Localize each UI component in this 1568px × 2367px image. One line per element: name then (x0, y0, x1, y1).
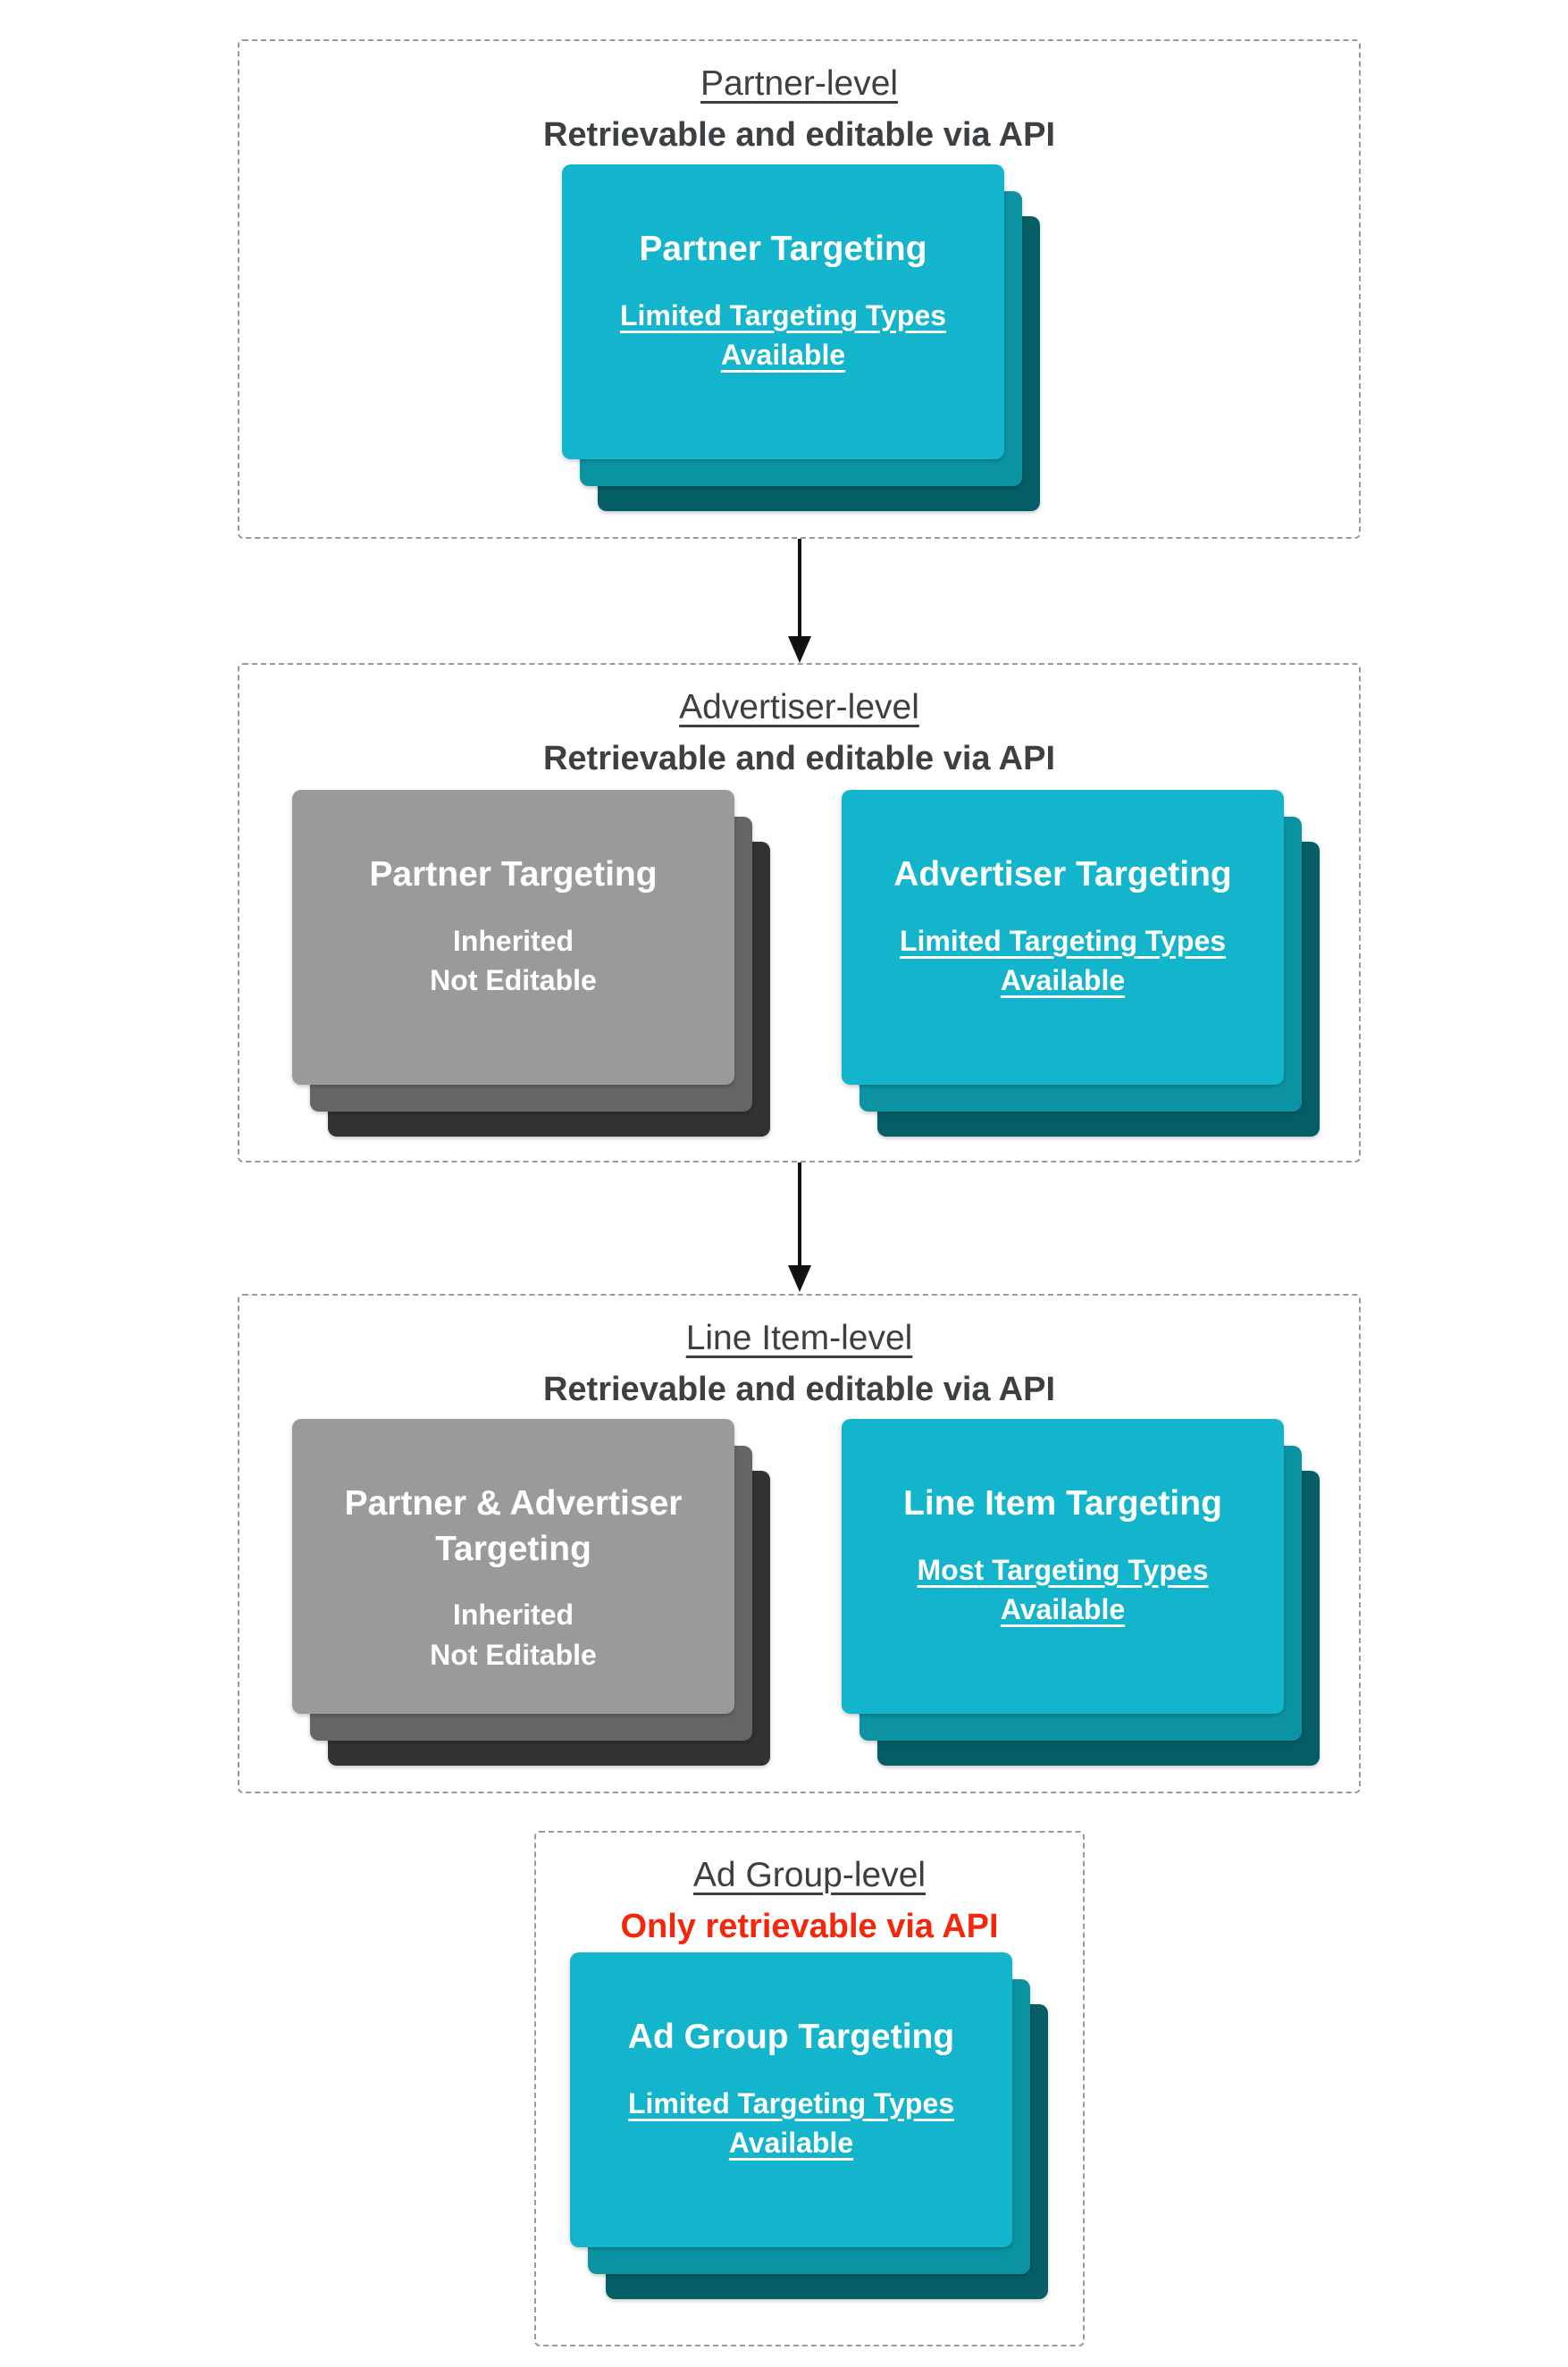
section-header: Line Item-level Retrievable and editable… (239, 1296, 1359, 1412)
section-partner-level: Partner-level Retrievable and editable v… (238, 39, 1361, 539)
card-body: Limited Targeting Types Available (619, 298, 947, 371)
card-body: Limited Targeting Types Available (627, 2086, 955, 2159)
card-partner-targeting: Partner Targeting Limited Targeting Type… (562, 164, 1040, 511)
section-title: Line Item-level (685, 1319, 913, 1357)
card-layer-front: Advertiser Targeting Limited Targeting T… (842, 790, 1284, 1085)
arrow-down-icon (788, 1265, 811, 1292)
section-title: Ad Group-level (692, 1856, 927, 1894)
section-header: Advertiser-level Retrievable and editabl… (239, 665, 1359, 781)
card-body: Most Targeting Types Available (917, 1553, 1209, 1625)
card-heading: Partner Targeting (639, 230, 927, 268)
card-line-item-targeting: Line Item Targeting Most Targeting Types… (842, 1419, 1320, 1766)
card-layer-front: Ad Group Targeting Limited Targeting Typ… (570, 1952, 1012, 2247)
section-header: Partner-level Retrievable and editable v… (239, 41, 1359, 157)
card-layer-front: Partner Targeting Limited Targeting Type… (562, 164, 1004, 459)
card-body: Inherited Not Editable (430, 924, 597, 996)
card-ad-group-targeting: Ad Group Targeting Limited Targeting Typ… (570, 1952, 1048, 2299)
card-partner-targeting-inherited: Partner Targeting Inherited Not Editable (292, 790, 770, 1137)
card-layer-front: Line Item Targeting Most Targeting Types… (842, 1419, 1284, 1714)
arrow-line (798, 539, 801, 636)
section-header: Ad Group-level Only retrievable via API (536, 1833, 1083, 1949)
card-heading: Partner & Advertiser Targeting (344, 1484, 683, 1568)
card-layer-front: Partner Targeting Inherited Not Editable (292, 790, 734, 1085)
card-body: Inherited Not Editable (430, 1599, 597, 1671)
section-subtitle: Retrievable and editable via API (542, 115, 1056, 154)
arrow-advertiser-to-line-item (788, 1163, 811, 1292)
section-title: Advertiser-level (679, 688, 919, 726)
arrow-down-icon (788, 636, 811, 663)
card-heading: Advertiser Targeting (893, 855, 1232, 894)
section-advertiser-level: Advertiser-level Retrievable and editabl… (238, 663, 1361, 1163)
arrow-line (798, 1163, 801, 1265)
card-partner-advertiser-targeting-inherited: Partner & Advertiser Targeting Inherited… (292, 1419, 770, 1766)
section-ad-group-level: Ad Group-level Only retrievable via API … (534, 1831, 1085, 2346)
section-line-item-level: Line Item-level Retrievable and editable… (238, 1294, 1361, 1793)
section-subtitle: Retrievable and editable via API (542, 739, 1056, 777)
section-title: Partner-level (700, 64, 899, 103)
arrow-partner-to-advertiser (788, 539, 811, 663)
card-heading: Partner Targeting (369, 855, 658, 894)
card-advertiser-targeting: Advertiser Targeting Limited Targeting T… (842, 790, 1320, 1137)
section-subtitle: Only retrievable via API (620, 1907, 999, 1945)
section-subtitle: Retrievable and editable via API (542, 1370, 1056, 1408)
card-heading: Line Item Targeting (903, 1484, 1222, 1523)
card-heading: Ad Group Targeting (627, 2018, 955, 2056)
card-layer-front: Partner & Advertiser Targeting Inherited… (292, 1419, 734, 1714)
card-body: Limited Targeting Types Available (899, 924, 1227, 996)
